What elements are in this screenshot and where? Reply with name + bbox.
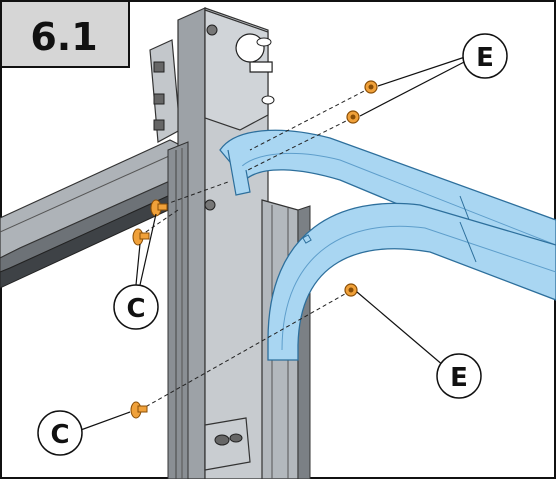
- callout-c-lower-label: C: [50, 420, 69, 450]
- vertical-post: [167, 7, 275, 479]
- carriage-bolt: [132, 228, 150, 246]
- callout-c-lower: C: [37, 410, 83, 456]
- callout-c-upper: C: [113, 284, 159, 330]
- flange-nut: [346, 110, 360, 124]
- fastener-guide-lines: [139, 87, 371, 411]
- curved-track: [267, 202, 556, 361]
- step-number: 6.1: [30, 15, 97, 59]
- callout-e-lower: E: [436, 353, 482, 399]
- carriage-bolt: [130, 401, 148, 419]
- callout-e-lower-label: E: [450, 363, 468, 393]
- callout-leaders: [77, 55, 469, 432]
- callout-c-upper-label: C: [126, 294, 145, 324]
- bottom-bracket: [204, 417, 251, 471]
- step-number-badge: 6.1: [0, 0, 130, 68]
- flange-nut: [364, 80, 378, 94]
- horizontal-rail: [0, 139, 191, 289]
- flange-nut: [344, 283, 358, 297]
- callout-e-upper-label: E: [476, 43, 494, 73]
- callout-e-upper: E: [462, 33, 508, 79]
